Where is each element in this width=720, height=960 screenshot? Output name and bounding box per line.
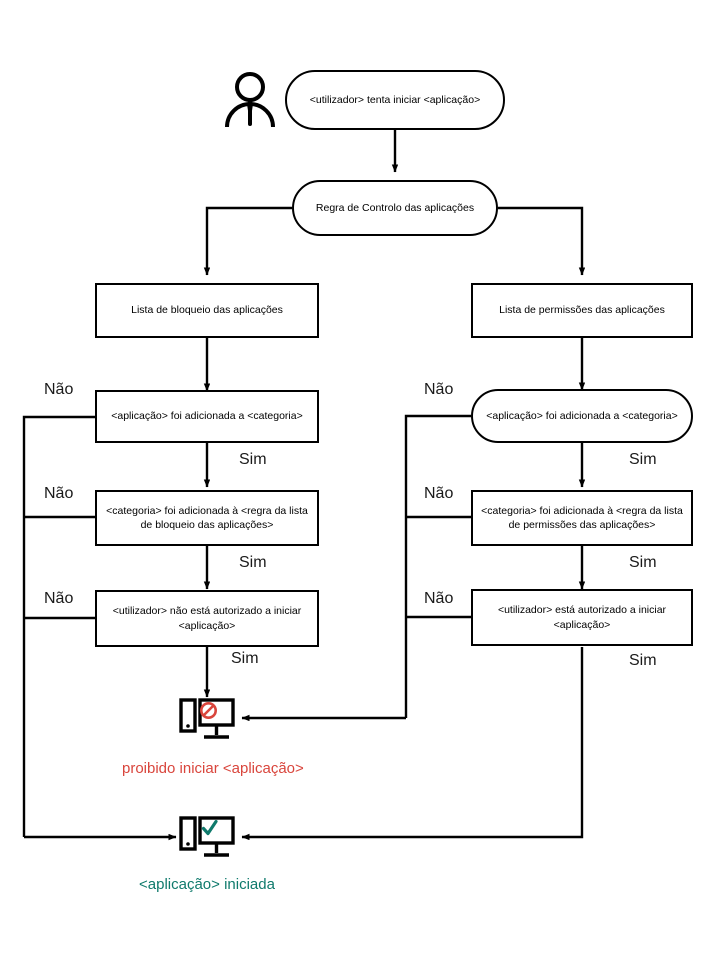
edge-allow-yes-final <box>241 647 584 841</box>
edge-label-allow-no-2: Não <box>424 485 454 502</box>
node-block-list[interactable]: Lista de bloqueio das aplicações <box>95 283 319 338</box>
edge-label-allow-no-3: Não <box>424 590 454 607</box>
node-allow-list[interactable]: Lista de permissões das aplicações <box>471 283 693 338</box>
node-allow-category-in-rule[interactable]: <categoria> foi adicionada à <regra da l… <box>471 490 693 546</box>
edge-label-block-no-3: Não <box>44 590 74 607</box>
node-block-category-in-rule-label: <categoria> foi adicionada à <regra da l… <box>106 504 308 531</box>
edge-allow-no-1 <box>404 414 471 718</box>
edge-rule-to-blocklist <box>203 206 292 276</box>
edge-label-allow-yes-3: Sim <box>629 652 657 669</box>
node-allow-category-in-rule-label: <categoria> foi adicionada à <regra da l… <box>481 504 683 531</box>
outcome-label-denied: proibido iniciar <aplicação> <box>122 760 304 777</box>
node-block-app-in-category-label: <aplicação> foi adicionada a <categoria> <box>111 410 303 423</box>
edge-label-allow-yes-2: Sim <box>629 554 657 571</box>
node-allow-list-label: Lista de permissões das aplicações <box>499 304 665 317</box>
node-block-list-label: Lista de bloqueio das aplicações <box>131 304 283 317</box>
user-actor-icon <box>218 66 282 130</box>
node-start[interactable]: <utilizador> tenta iniciar <aplicação> <box>285 70 505 130</box>
node-allow-user-allowed-label: <utilizador> está autorizado a iniciar <… <box>497 604 667 631</box>
edge-label-block-yes-1: Sim <box>239 451 267 468</box>
computer-allowed-icon <box>178 815 236 863</box>
edge-label-allow-yes-1: Sim <box>629 451 657 468</box>
node-start-label: <utilizador> tenta iniciar <aplicação> <box>309 93 481 106</box>
edge-label-block-yes-2: Sim <box>239 554 267 571</box>
edge-block-no-1 <box>22 415 95 837</box>
node-allow-app-in-category[interactable]: <aplicação> foi adicionada a <categoria> <box>471 389 693 443</box>
node-block-app-in-category[interactable]: <aplicação> foi adicionada a <categoria> <box>95 390 319 443</box>
edge-label-block-no-2: Não <box>44 485 74 502</box>
edge-label-block-yes-3: Sim <box>231 650 259 667</box>
outcome-label-allowed: <aplicação> iniciada <box>139 876 275 893</box>
node-allow-app-in-category-label: <aplicação> foi adicionada a <categoria> <box>486 409 678 422</box>
edge-label-allow-no-1: Não <box>424 381 454 398</box>
node-block-user-not-allowed[interactable]: <utilizador> não está autorizado a inici… <box>95 590 319 647</box>
node-block-user-not-allowed-label: <utilizador> não está autorizado a inici… <box>112 605 302 632</box>
edge-rule-to-allowlist <box>498 206 586 276</box>
node-rule[interactable]: Regra de Controlo das aplicações <box>292 180 498 236</box>
node-block-category-in-rule[interactable]: <categoria> foi adicionada à <regra da l… <box>95 490 319 546</box>
edge-label-block-no-1: Não <box>44 381 74 398</box>
computer-blocked-icon <box>178 697 236 745</box>
node-allow-user-allowed[interactable]: <utilizador> está autorizado a iniciar <… <box>471 589 693 646</box>
node-rule-label: Regra de Controlo das aplicações <box>315 201 475 214</box>
